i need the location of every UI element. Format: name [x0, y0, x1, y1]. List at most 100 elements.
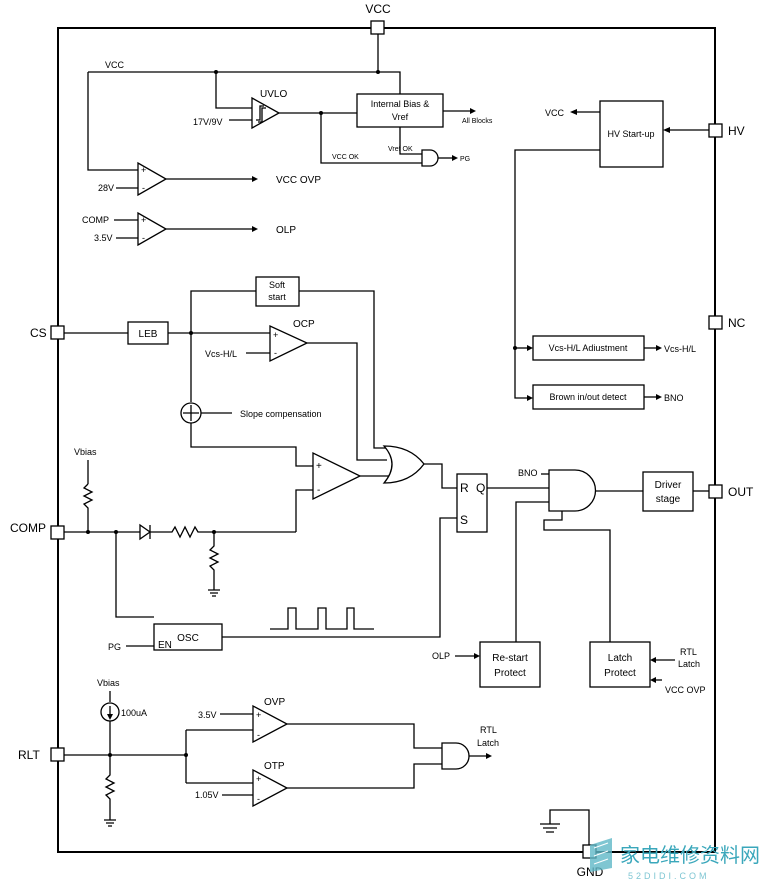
soft-start-label-2: start — [268, 292, 286, 302]
driver-stage-block — [642, 471, 694, 512]
pg-out-label: PG — [460, 156, 470, 163]
watermark-url: 52DIDI.COM — [628, 871, 710, 881]
comp-diode — [139, 523, 152, 541]
olp-comp-label: COMP — [82, 215, 109, 225]
sr-r-label: R — [460, 481, 469, 495]
otp-comparator — [252, 768, 289, 808]
vref-ok-label: Vref OK — [388, 146, 413, 153]
rlt-and-gate — [441, 742, 470, 770]
vcs-adjust-label: Vcs-H/L Adiustment — [549, 343, 628, 353]
watermark: 家电维修资料网 52DIDI.COM — [590, 838, 760, 881]
latch-label-1: Latch — [608, 653, 632, 664]
brown-detect-label: Brown in/out detect — [549, 392, 627, 402]
watermark-text: 家电维修资料网 — [620, 843, 760, 867]
en-label: EN — [158, 640, 172, 651]
uvlo-comparator — [251, 96, 281, 130]
restart-label-2: Protect — [494, 668, 526, 679]
pwm-comparator — [312, 451, 362, 501]
vbias-bot-label: Vbias — [97, 678, 120, 688]
ovp-comparator — [252, 704, 289, 744]
vcc-ovp-in-label: VCC OVP — [665, 685, 706, 695]
ocp-comparator — [269, 324, 309, 363]
olp-comparator — [137, 211, 168, 247]
pin-cs — [50, 325, 65, 340]
vcs-out-label: Vcs-H/L — [664, 344, 696, 354]
restart-label-1: Re-start — [492, 653, 528, 664]
current-label: 100uA — [121, 708, 147, 718]
pin-out-label: OUT — [728, 485, 754, 499]
olp-in-label: OLP — [432, 651, 450, 661]
ovp-plus: + — [141, 165, 146, 175]
ovp-ref2-label: 3.5V — [198, 710, 217, 720]
pin-rlt — [50, 747, 65, 762]
pin-hv — [708, 123, 723, 138]
ovp-minus: - — [142, 183, 145, 193]
driver-label-1: Driver — [655, 480, 682, 491]
sr-s-label: S — [460, 513, 468, 527]
pwm-minus: - — [317, 485, 320, 496]
pin-comp-label: COMP — [10, 521, 46, 535]
slope-label: Slope compensation — [240, 409, 322, 419]
rtl-out-2: Latch — [477, 738, 499, 748]
olp-ref-label: 3.5V — [94, 233, 113, 243]
leb-label: LEB — [139, 329, 158, 340]
ocp-plus: + — [273, 330, 278, 340]
pin-hv-label: HV — [728, 124, 745, 138]
latch-label-2: Protect — [604, 668, 636, 679]
pulse-waveform — [270, 607, 374, 630]
rtl-out-1: RTL — [480, 725, 497, 735]
internal-bias-block — [356, 93, 444, 128]
ovp2-minus: - — [257, 730, 260, 740]
vcc-ok-label: VCC OK — [332, 154, 359, 161]
otp-ref-label: 1.05V — [195, 790, 219, 800]
pin-nc — [708, 315, 723, 330]
osc-block — [153, 623, 223, 651]
osc-label: OSC — [177, 633, 199, 644]
hv-vcc-label: VCC — [545, 108, 565, 118]
or-gate — [382, 445, 425, 484]
pin-nc-label: NC — [728, 316, 746, 330]
olp-plus: + — [141, 215, 146, 225]
pin-vcc — [370, 20, 385, 35]
latch-protect-block — [589, 641, 651, 688]
vcc-ovp-label: VCC OVP — [276, 175, 321, 186]
uvlo-ref-label: 17V/9V — [193, 117, 223, 127]
soft-start-label-1: Soft — [269, 280, 286, 290]
bno-out-label: BNO — [664, 393, 684, 403]
uvlo-label: UVLO — [260, 89, 287, 100]
driver-label-2: stage — [656, 494, 681, 505]
pin-rlt-label: RLT — [18, 748, 40, 762]
otp-label: OTP — [264, 761, 285, 772]
sr-q-label: Q — [476, 481, 485, 495]
pin-comp — [50, 525, 65, 540]
internal-bias-label-1: Internal Bias & — [371, 99, 430, 109]
ovp2-plus: + — [256, 710, 261, 720]
olp-minus: - — [142, 233, 145, 243]
pg-in-label: PG — [108, 642, 121, 652]
brown-detect-block — [532, 384, 645, 410]
out-and-gate — [548, 469, 597, 512]
all-blocks-label: All Blocks — [462, 118, 493, 125]
chip-outline — [57, 27, 716, 853]
bno-in-label: BNO — [518, 468, 538, 478]
pin-cs-label: CS — [30, 326, 47, 340]
rtl-latch-in-1: RTL — [680, 647, 697, 657]
pin-vcc-label: VCC — [365, 2, 391, 16]
sr-latch — [456, 473, 488, 533]
vcs-in-label: Vcs-H/L — [205, 349, 237, 359]
pg-and-gate — [421, 149, 439, 167]
hv-startup-block — [599, 100, 664, 168]
vcc-line-label: VCC — [105, 60, 125, 70]
ovp-ref-label: 28V — [98, 183, 114, 193]
rtl-latch-in-2: Latch — [678, 659, 700, 669]
vbias-top-label: Vbias — [74, 447, 97, 457]
internal-bias-label-2: Vref — [392, 112, 409, 122]
olp-label: OLP — [276, 225, 296, 236]
restart-protect-block — [479, 641, 541, 688]
pin-out — [708, 484, 723, 499]
pwm-plus: + — [316, 461, 322, 472]
otp-plus: + — [256, 774, 261, 784]
vcc-ovp-comparator — [137, 161, 168, 197]
hv-startup-label: HV Start-up — [607, 129, 654, 139]
